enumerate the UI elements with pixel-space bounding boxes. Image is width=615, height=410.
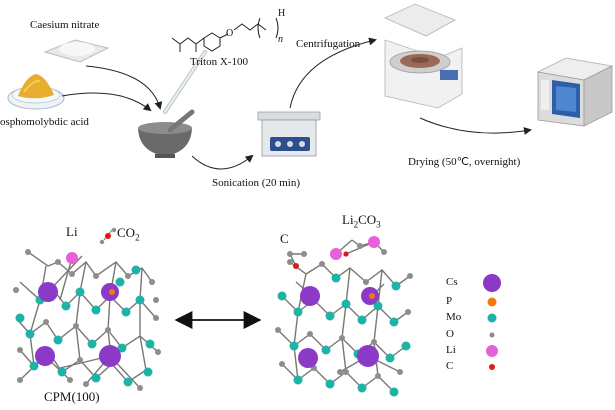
mortar-pestle-icon — [138, 109, 195, 158]
legend-o-label: O — [446, 328, 454, 340]
cpm100-structure-icon — [13, 227, 161, 391]
legend-p-label: P — [446, 295, 453, 307]
triton-o-label: O — [226, 28, 234, 39]
drying-label: Drying (50℃, overnight) — [408, 156, 521, 168]
li-label: Li — [66, 224, 78, 239]
legend-markers — [483, 274, 501, 370]
legend-mo-label: Mo — [446, 311, 462, 323]
caesium-nitrate-label: Caesium nitrate — [30, 19, 100, 31]
lithiated-structure-icon — [275, 236, 413, 397]
triton-label: Triton X-100 — [190, 56, 248, 68]
c-label: C — [280, 231, 289, 246]
caesium-nitrate-dish-icon — [43, 39, 110, 63]
triton-h-label: H — [278, 8, 286, 19]
sonicator-icon — [257, 111, 321, 157]
centrifugation-label: Centrifugation — [296, 38, 361, 50]
centrifuge-icon — [384, 3, 463, 109]
li2co3-label: Li2CO3 — [342, 212, 381, 230]
co2-label: CO2 — [117, 225, 140, 243]
legend-cs-label: Cs — [446, 276, 458, 288]
drying-oven-icon — [536, 57, 614, 127]
phosphomolybdic-acid-dish-icon — [7, 74, 65, 110]
phosphomolybdic-acid-label: osphomolybdic acid — [0, 116, 89, 128]
legend-li-label: Li — [446, 344, 456, 356]
triton-n-label: n — [278, 34, 283, 45]
triton-structure-icon — [171, 17, 279, 52]
pipette-icon — [163, 50, 207, 114]
sonication-label: Sonication (20 min) — [212, 177, 300, 189]
cpm100-caption: CPM(100) — [44, 389, 100, 404]
legend-c-label: C — [446, 360, 454, 372]
